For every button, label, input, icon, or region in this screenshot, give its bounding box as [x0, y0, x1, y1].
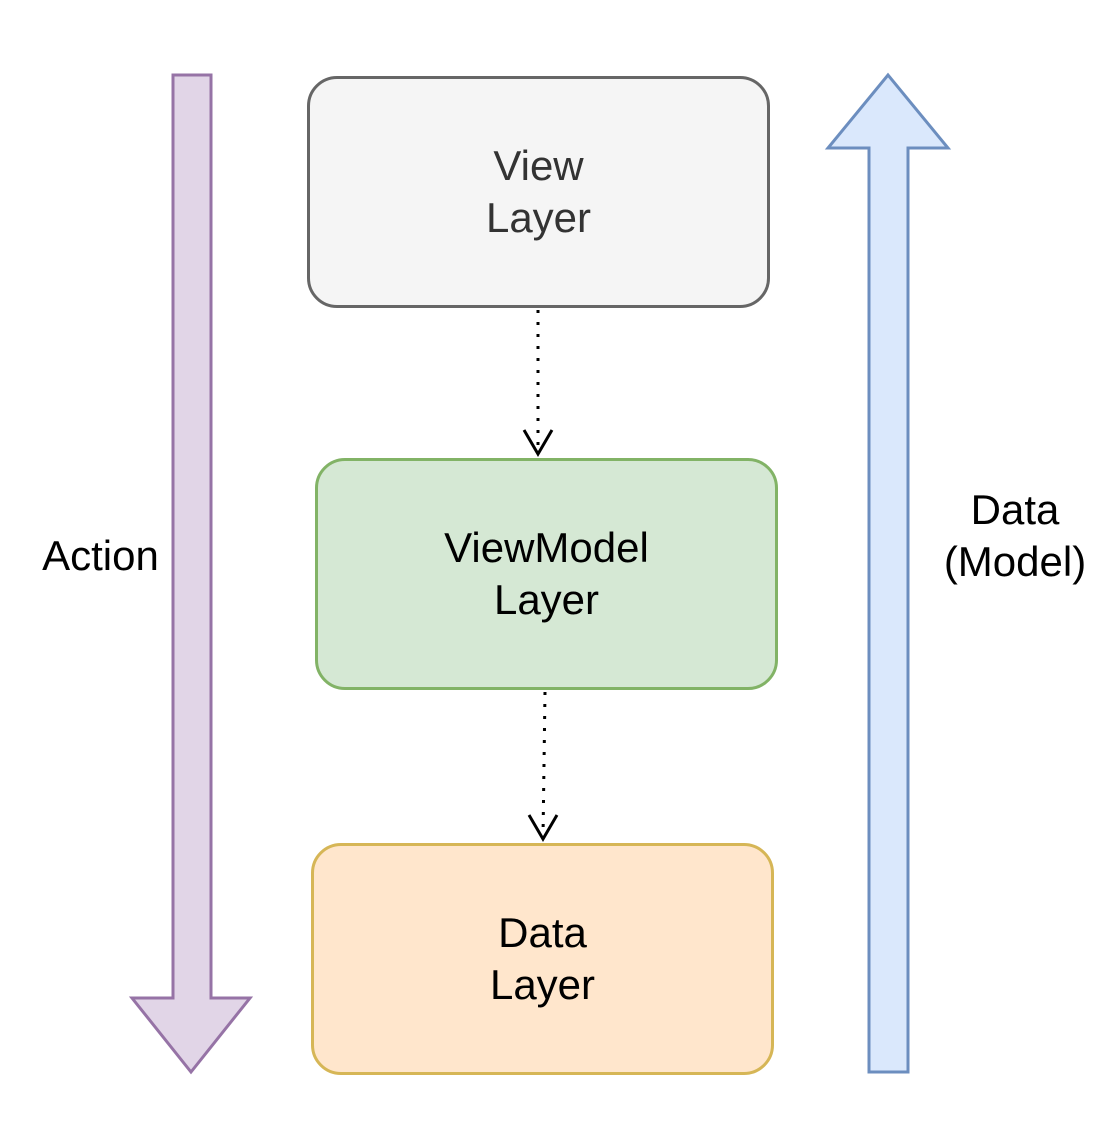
data-up-arrow — [824, 72, 952, 1074]
viewmodel-layer-title: ViewModel — [444, 524, 649, 571]
action-down-arrow — [128, 73, 254, 1075]
data-layer-title: Data — [498, 909, 587, 956]
action-label: Action — [28, 530, 173, 582]
data-model-label-line2: (Model) — [943, 538, 1087, 585]
data-model-label-line1: Data — [970, 486, 1060, 533]
data-layer-box: Data Layer — [311, 843, 774, 1075]
data-model-label: Data (Model) — [925, 484, 1105, 588]
connector-line — [541, 691, 547, 838]
action-label-text: Action — [42, 532, 159, 579]
view-layer-box: View Layer — [307, 76, 770, 308]
view-layer-subtitle: Layer — [485, 194, 592, 241]
data-layer-subtitle: Layer — [489, 961, 596, 1008]
viewmodel-layer-box: ViewModel Layer — [315, 458, 778, 690]
connector-arrowhead — [522, 429, 554, 457]
viewmodel-to-data-connector — [527, 691, 559, 842]
connector-arrowhead — [527, 814, 559, 842]
view-to-viewmodel-connector — [522, 310, 554, 457]
viewmodel-layer-subtitle: Layer — [493, 576, 600, 623]
view-layer-title: View — [493, 142, 584, 189]
